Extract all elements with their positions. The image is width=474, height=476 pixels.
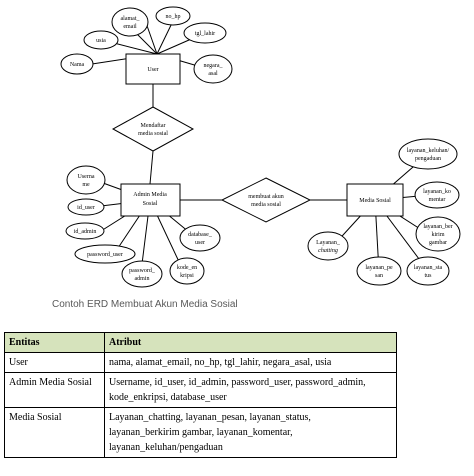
relation-mendaftar-line1: Mendaftar (141, 122, 166, 129)
attr-status-line1: layanan_sta (414, 265, 443, 271)
entity-admin-label-line2: Sosial (143, 201, 158, 207)
attr-username-line2: me (82, 182, 90, 188)
attr-chatting-line2: chatting (318, 248, 338, 254)
attr-password-admin-line2: admin (135, 276, 150, 282)
attr-keluhan-line2: pengaduan (415, 156, 441, 162)
entity-admin-media-sosial: Admin Media Sosial (120, 183, 181, 217)
attr-layanan-chatting: Layanan_ chatting (307, 231, 349, 261)
attr-no-hp-label: no_hp (166, 14, 181, 20)
attr-layanan-status: layanan_sta tus (406, 256, 450, 286)
attr-username-line1: Userna (78, 174, 95, 180)
attr-alamat-email-line1: alamat_ (121, 16, 141, 22)
erd-diagram: User Admin Media Sosial Media Sosial Men… (60, 6, 461, 288)
entity-media-label: Media Sosial (359, 198, 391, 204)
attribute-line: Layanan_chatting, layanan_pesan, layanan… (109, 412, 311, 423)
attr-status-line2: tus (424, 273, 432, 279)
entity-admin-label-line1: Admin Media (133, 192, 167, 198)
attr-layanan-keluhan: layanan_keluhan/ pengaduan (398, 138, 458, 170)
attribute-table: Entitas Atribut User nama, alamat_email,… (4, 332, 397, 458)
attr-kode-enkripsi-line1: kode_en (177, 265, 197, 271)
cell-attributes: nama, alamat_email, no_hp, tgl_lahir, ne… (104, 352, 397, 373)
attr-pesan-line1: layanan_pe (365, 265, 393, 271)
attribute-line: Username, id_user, id_admin, password_us… (109, 377, 366, 388)
table-row: User nama, alamat_email, no_hp, tgl_lahi… (4, 352, 397, 373)
table-row: Admin Media Sosial Username, id_user, id… (4, 372, 397, 408)
attr-layanan-pesan: layanan_pe san (356, 256, 402, 286)
attr-berkirim-line1: layanan_ber (423, 224, 452, 230)
cell-entity: User (4, 352, 105, 373)
attribute-line: nama, alamat_email, no_hp, tgl_lahir, ne… (109, 357, 332, 368)
cell-attributes: Username, id_user, id_admin, password_us… (104, 372, 397, 408)
attr-layanan-komentar: layanan_ko mentar (414, 181, 460, 209)
attr-negara-asal-line2: asal (208, 71, 218, 77)
entity-media-sosial: Media Sosial (346, 183, 404, 217)
header-atribut: Atribut (104, 332, 397, 353)
cell-entity: Media Sosial (4, 407, 105, 458)
attr-alamat-email: alamat_ email (111, 7, 149, 37)
attr-id-admin: id_admin (65, 222, 105, 240)
attr-database-user: database_ user (179, 224, 221, 252)
attr-usia: usia (83, 30, 119, 50)
attr-negara-asal-line1: negara_ (204, 63, 224, 69)
relation-membuat-akun: membuat akun media sosial (220, 177, 312, 223)
relation-mendaftar: Mendaftar media sosial (111, 106, 195, 152)
attr-tgl-lahir: tgl_lahir (183, 22, 227, 44)
attr-pesan-line2: san (375, 273, 383, 279)
attr-password-user: password_user (74, 244, 136, 264)
entity-user-label: User (147, 67, 158, 73)
entity-user: User (125, 53, 181, 85)
table-header-row: Entitas Atribut (4, 332, 397, 353)
header-entitas: Entitas (4, 332, 105, 353)
attribute-line: layanan_berkirim gambar, layanan_komenta… (109, 427, 293, 438)
attr-chatting-line1: Layanan_ (316, 240, 341, 246)
attr-layanan-berkirim-gambar: layanan_ber kirim gambar (415, 216, 461, 252)
attr-id-admin-label: id_admin (74, 229, 97, 235)
attr-berkirim-line3: gambar (429, 240, 447, 246)
attr-alamat-email-line2: email (123, 24, 137, 30)
attr-password-user-label: password_user (87, 252, 123, 258)
attr-nama: Nama (60, 53, 94, 75)
attr-komentar-line2: mentar (429, 197, 446, 203)
attr-password-admin: password_ admin (121, 260, 163, 288)
table-row: Media Sosial Layanan_chatting, layanan_p… (4, 407, 397, 458)
attr-kode-enkripsi: kode_en kripsi (169, 257, 205, 285)
attribute-line: layanan_keluhan/pengaduan (109, 442, 223, 453)
attr-komentar-line1: layanan_ko (423, 189, 451, 195)
attr-berkirim-line2: kirim (432, 232, 445, 238)
attr-database-user-line1: database_ (188, 232, 213, 238)
attr-nama-label: Nama (70, 62, 85, 68)
cell-attributes: Layanan_chatting, layanan_pesan, layanan… (104, 407, 397, 458)
relation-mendaftar-line2: media sosial (138, 131, 168, 137)
attr-keluhan-line1: layanan_keluhan/ (407, 148, 450, 154)
attr-password-admin-line1: password_ (129, 268, 156, 274)
attr-id-user: id_user (67, 198, 105, 216)
relation-membuat-line2: media sosial (251, 202, 281, 208)
attr-tgl-lahir-label: tgl_lahir (195, 31, 215, 37)
cell-entity: Admin Media Sosial (4, 372, 105, 408)
attr-id-user-label: id_user (77, 205, 95, 211)
attribute-line: kode_enkripsi, database_user (109, 392, 227, 403)
attr-database-user-line2: user (195, 240, 205, 246)
attr-negara-asal: negara_ asal (193, 54, 233, 84)
attr-no-hp: no_hp (155, 6, 191, 26)
diagram-caption: Contoh ERD Membuat Akun Media Sosial (52, 299, 238, 310)
relation-membuat-line1: membuat akun (248, 194, 284, 200)
attr-username: Userna me (66, 165, 106, 195)
attr-kode-enkripsi-line2: kripsi (180, 273, 194, 279)
attr-usia-label: usia (96, 38, 106, 44)
